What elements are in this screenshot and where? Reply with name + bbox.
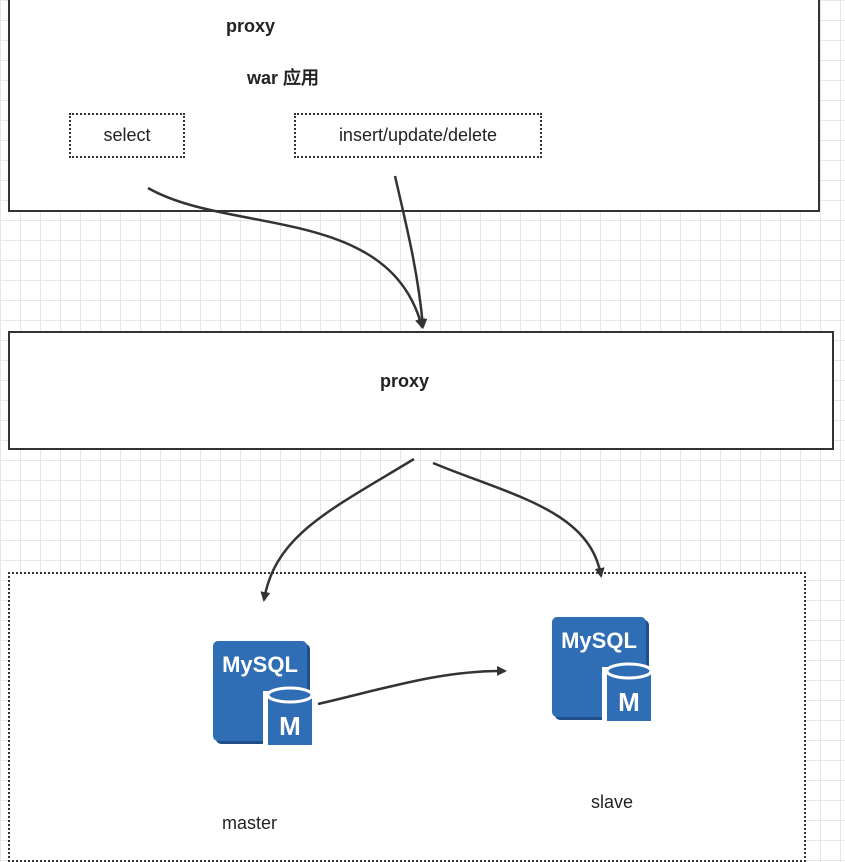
app-title: proxy <box>226 16 276 36</box>
database-area <box>8 572 806 862</box>
master-icon-text: MySQL <box>222 652 298 677</box>
slave-mysql-icon: MySQL M <box>552 617 656 725</box>
app-subtitle: war 应用 <box>247 68 320 88</box>
write-query-label: insert/update/delete <box>338 125 498 145</box>
master-mysql-icon: MySQL M <box>213 641 317 749</box>
master-label: master <box>222 813 278 833</box>
slave-icon-text: MySQL <box>561 628 637 653</box>
slave-label: slave <box>591 792 634 812</box>
proxy-box <box>8 331 834 450</box>
write-query-box[interactable]: insert/update/delete <box>294 113 542 158</box>
proxy-label: proxy <box>380 371 430 391</box>
master-badge: M <box>279 711 301 741</box>
slave-badge: M <box>618 687 640 717</box>
select-query-box[interactable]: select <box>69 113 185 158</box>
proxy-to-slave-arrow <box>432 461 605 578</box>
select-query-label: select <box>103 125 151 145</box>
application-box <box>8 0 820 212</box>
